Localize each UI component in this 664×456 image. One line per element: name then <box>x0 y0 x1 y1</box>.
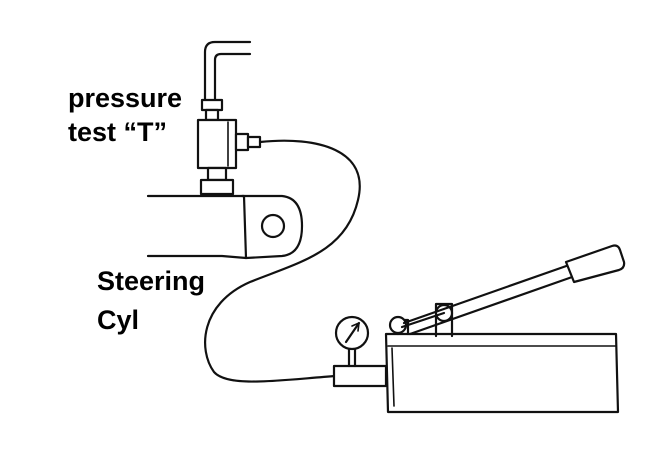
tee-lower-nut <box>199 178 235 196</box>
pump-outlet-fitting <box>332 364 388 388</box>
pressure-test-label-line1: pressure <box>68 83 183 113</box>
supply-pipe <box>203 40 252 104</box>
upper-fitting-neck <box>204 108 220 122</box>
pump-handle <box>402 244 626 336</box>
hydraulic-hose <box>204 139 361 383</box>
hand-pump-body <box>384 332 620 414</box>
pump-linkage <box>388 302 454 338</box>
pressure-gauge <box>334 315 370 368</box>
tee-side-fitting <box>234 132 250 152</box>
pump-handle-grip <box>564 244 626 284</box>
tee-side-barb <box>246 135 262 149</box>
tee-lower-fitting <box>206 166 228 182</box>
pressure-test-label-line2: test “T” <box>68 117 168 147</box>
steering-cylinder <box>146 194 304 260</box>
gauge-needle <box>344 321 361 344</box>
cylinder-eye-hole <box>260 213 286 239</box>
upper-fitting-nut <box>200 98 224 112</box>
steering-cyl-label-line1: Steering <box>97 266 206 296</box>
pressure-test-tee-body <box>196 118 238 170</box>
steering-cyl-label-line2: Cyl <box>97 305 140 335</box>
